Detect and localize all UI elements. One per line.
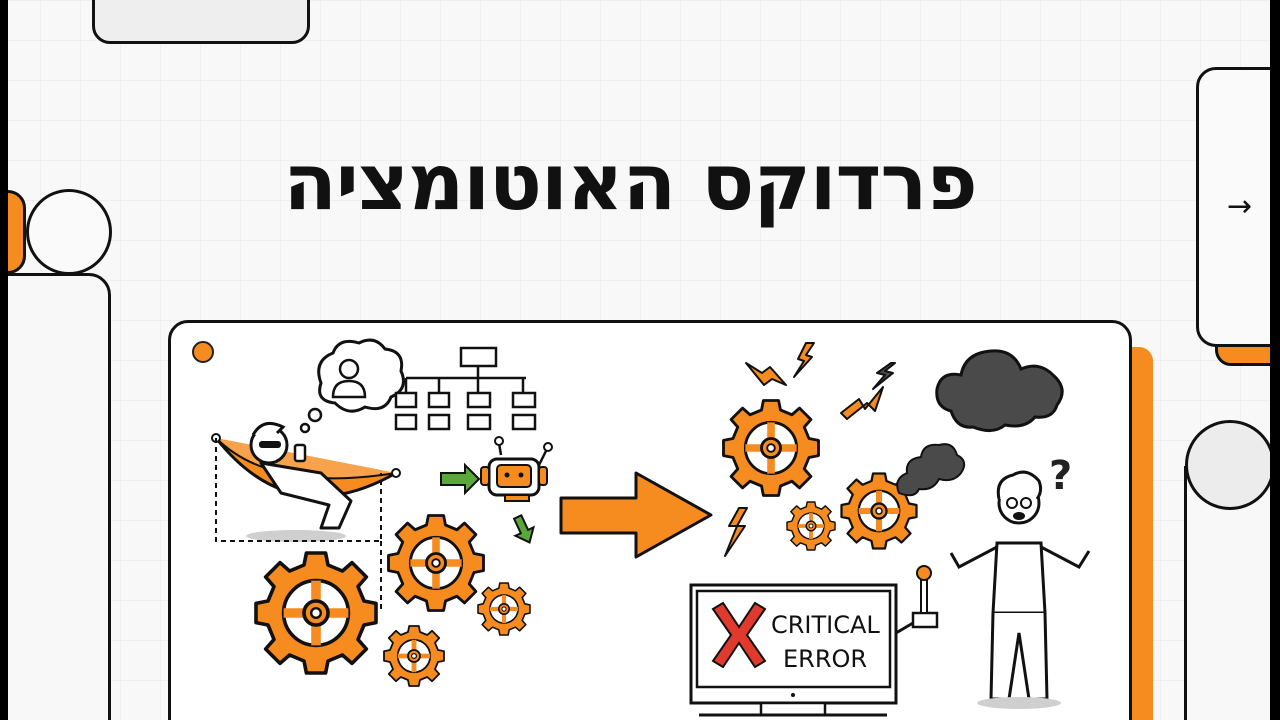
monitor: CRITICAL ERROR [689,565,939,717]
next-slide-button[interactable]: → [1196,67,1280,347]
card-orange-dot [192,341,214,363]
lightning-bolts [724,342,896,557]
top-decorative-tab [92,0,310,44]
question-mark: ? [1049,453,1072,499]
slide-title: פרדוקס האוטומציה [283,138,977,228]
arrow-right-icon: → [1227,189,1253,224]
screen-edge-right [1270,0,1280,720]
thought-bubble [299,338,405,434]
red-x-icon [711,601,767,669]
smoke [896,443,966,497]
broken-gears [724,401,917,552]
error-line-1: CRITICAL [771,611,880,639]
big-transition-arrow [559,471,713,559]
hammock-person [211,421,401,613]
panicked-person: ? [949,453,1091,709]
error-line-2: ERROR [783,645,867,673]
storm-cloud [935,349,1064,432]
left-decorative-panel [0,273,111,720]
left-decorative-circle [26,189,112,275]
illustration-card: CRITICAL ERROR ? [168,320,1132,720]
automation-paradox-illustration: CRITICAL ERROR ? [211,338,1091,717]
robot [440,436,553,544]
right-decorative-circle [1185,420,1275,510]
screen-edge-left [0,0,8,720]
org-chart [394,346,537,431]
